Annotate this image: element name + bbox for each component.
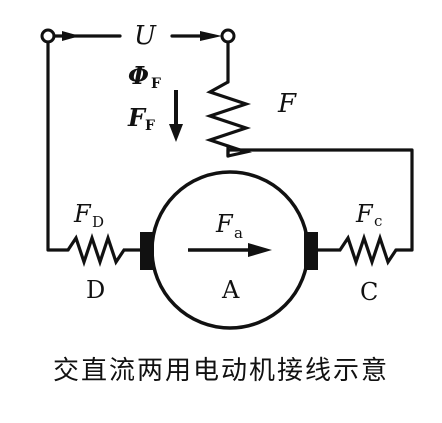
field-force-subscript: F [145, 118, 155, 134]
left-terminal [40, 28, 56, 44]
armature-force-symbol: F [215, 210, 234, 238]
series-winding-d [66, 232, 142, 268]
flux-arrow-head [169, 124, 183, 142]
winding-c-label: C [360, 278, 378, 306]
left-wire [46, 40, 70, 252]
field-winding-label: F [277, 89, 297, 119]
right-current-arrow [200, 31, 222, 41]
left-brush [140, 232, 154, 270]
flux-symbol: Φ [128, 61, 149, 90]
series-force-right-subscript: c [374, 212, 382, 230]
diagram-caption: 交直流两用电动机接线示意 [52, 356, 389, 386]
winding-d-label: D [86, 276, 105, 304]
series-force-left-symbol: F [73, 200, 92, 228]
right-terminal [220, 28, 236, 44]
right-brush [304, 232, 318, 270]
flux-subscript: F [151, 76, 161, 92]
series-force-right-symbol: F [355, 200, 374, 228]
voltage-label: U [134, 21, 157, 51]
armature-label: A [221, 276, 240, 304]
armature-force-arrow-head [248, 243, 272, 257]
field-force-symbol: F [127, 103, 147, 132]
armature-force-subscript: a [234, 224, 243, 242]
series-force-left-subscript: D [92, 213, 104, 231]
series-winding-c [318, 232, 398, 268]
left-current-arrow [62, 31, 80, 41]
right-wire [226, 148, 414, 252]
